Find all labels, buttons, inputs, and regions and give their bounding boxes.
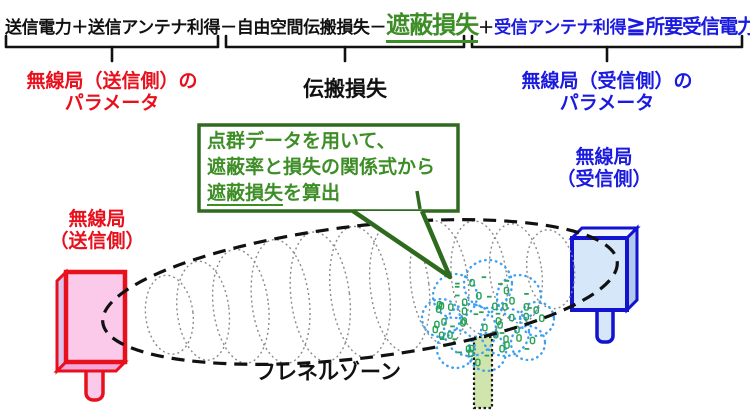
tree-trunk xyxy=(472,335,494,410)
fresnel-zone-label: フレネルゾーン xyxy=(255,361,401,384)
callout-line3-rest: を算出 xyxy=(283,183,341,204)
callout-tail xyxy=(351,209,453,280)
tx-parameters-label: 無線局（送信側）の パラメータ xyxy=(26,71,198,114)
tree-point-cloud-marks xyxy=(432,276,545,367)
callout-tail-notch xyxy=(415,190,422,210)
propagation-loss-label: 伝搬損失 xyxy=(303,78,387,101)
callout-line2: 遮蔽率と損失の関係式から xyxy=(207,157,436,178)
equation-plus-sign: ＋ xyxy=(478,20,495,37)
callout-shield-loss: 遮蔽損失 xyxy=(207,183,284,206)
transmitter-station-label: 無線局 （送信側） xyxy=(49,209,145,252)
equation-rx-gain-term: 受信アンテナ利得 xyxy=(494,18,627,37)
receiver-front-face xyxy=(570,236,629,312)
link-budget-equation: 送信電力＋送信アンテナ利得－自由空間伝搬損失－ 遮蔽損失 ＋ 受信アンテナ利得 … xyxy=(5,5,750,43)
callout-box xyxy=(197,123,460,213)
receiver-station-label: 無線局 （受信側） xyxy=(556,147,652,190)
fresnel-zone-ellipse xyxy=(101,218,619,366)
rx-parameters-label: 無線局（受信側）の パラメータ xyxy=(521,71,693,114)
equation-tx-terms: 送信電力＋送信アンテナ利得－自由空間伝搬損失－ xyxy=(5,18,387,37)
equation-shield-loss-term: 遮蔽損失 xyxy=(386,5,479,43)
transmitter-device xyxy=(53,268,129,402)
tree-canopy-outline xyxy=(420,258,556,373)
transmitter-front-face xyxy=(63,269,128,365)
callout-line3: 遮蔽損失を算出 xyxy=(207,181,457,207)
equation-required-power-term: 所要受信電力 xyxy=(645,16,750,38)
callout-line1: 点群データを用いて、 xyxy=(207,131,396,152)
equation-gte-sign: ≧ xyxy=(626,12,646,38)
callout-text: 点群データを用いて、 遮蔽率と損失の関係式から 遮蔽損失を算出 xyxy=(207,129,457,207)
callout-bubble xyxy=(197,123,460,280)
tree-point-cloud xyxy=(420,258,556,410)
